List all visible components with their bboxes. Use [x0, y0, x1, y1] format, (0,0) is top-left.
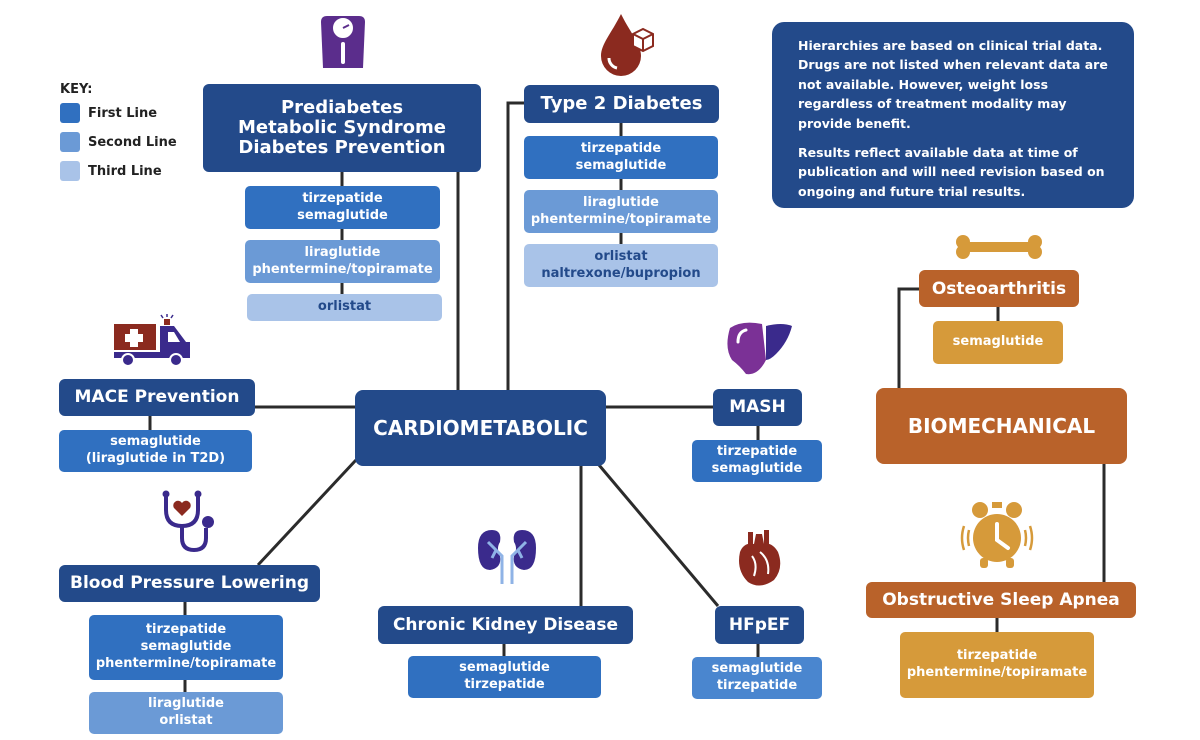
prediabetes-header: Prediabetes Metabolic Syndrome Diabetes … [203, 84, 481, 172]
mash-header: MASH [713, 389, 802, 426]
osteoarthritis-drugs: semaglutide [933, 321, 1063, 364]
legend-item-second-line: Second Line [60, 132, 177, 152]
drug-name: semaglutide [575, 157, 667, 173]
note-paragraph: Hierarchies are based on clinical trial … [798, 38, 1108, 131]
osteoarthritis-header: Osteoarthritis [919, 270, 1079, 307]
drug-name: semaglutide [110, 434, 201, 450]
t2d-third-line: orlistat naltrexone/bupropion [524, 244, 718, 287]
drug-name: phentermine/topiramate [252, 261, 433, 277]
mace-first-line: semaglutide (liraglutide in T2D) [59, 430, 252, 472]
note-paragraph: Results reflect available data at time o… [798, 144, 1105, 199]
mash-first-line: tirzepatide semaglutide [692, 440, 822, 482]
legend-item-third-line: Third Line [60, 161, 177, 181]
drug-name: tirzepatide [716, 444, 798, 460]
hfpef-second-line: semaglutide tirzepatide [692, 657, 822, 699]
drug-name: tirzepatide [956, 648, 1038, 664]
connector [597, 464, 720, 607]
ambulance-icon [114, 314, 190, 367]
drug-name: phentermine/topiramate [906, 665, 1088, 680]
hfpef-header: HFpEF [715, 606, 804, 644]
drug-name: tirzepatide [580, 140, 662, 156]
kidneys-icon [478, 530, 536, 584]
liver-icon [727, 322, 792, 375]
drug-name: liraglutide [583, 194, 659, 210]
legend-label: Second Line [88, 134, 177, 150]
drug-name: semaglutide [140, 639, 232, 655]
connector [897, 287, 920, 388]
blood-pressure-second-line: liraglutide orlistat [89, 692, 283, 734]
t2d-header: Type 2 Diabetes [524, 85, 719, 123]
bone-icon [956, 235, 1042, 259]
prediabetes-second-line: liraglutide phentermine/topiramate [245, 240, 440, 283]
mace-header: MACE Prevention [59, 379, 255, 416]
ckd-header: Chronic Kidney Disease [378, 606, 633, 644]
heart-organ-icon [739, 530, 781, 586]
drug-name: (liraglutide in T2D) [85, 451, 226, 466]
header-line: Diabetes Prevention [238, 136, 446, 158]
drug-name: tirzepatide [145, 622, 227, 638]
blood-pressure-header: Blood Pressure Lowering [59, 565, 320, 602]
drug-name: orlistat [159, 713, 213, 728]
ckd-first-line: semaglutide tirzepatide [408, 656, 601, 698]
legend-title: KEY: [60, 82, 93, 97]
alarm-clock-icon [960, 502, 1034, 568]
connector [256, 458, 358, 567]
drug-name: phentermine/topiramate [530, 211, 712, 227]
drug-name: tirzepatide [464, 677, 545, 692]
prediabetes-third-line: orlistat [247, 294, 442, 321]
blood-pressure-first-line: tirzepatide semaglutide phentermine/topi… [89, 615, 283, 680]
drug-name: naltrexone/bupropion [541, 265, 701, 281]
drug-name: tirzepatide [716, 678, 798, 693]
legend-swatch-third [60, 161, 80, 181]
legend-swatch-first [60, 103, 80, 123]
drug-name: semaglutide [711, 661, 803, 677]
blood-drop-sugar-icon [601, 14, 654, 76]
legend-swatch-second [60, 132, 80, 152]
biomechanical-hub: BIOMECHANICAL [876, 388, 1127, 464]
t2d-first-line: tirzepatide semaglutide [524, 136, 718, 179]
drug-name: semaglutide [952, 334, 1044, 350]
drug-name: semaglutide [711, 461, 803, 476]
t2d-second-line: liraglutide phentermine/topiramate [524, 190, 718, 233]
sleep-apnea-header: Obstructive Sleep Apnea [866, 582, 1136, 618]
drug-name: orlistat [317, 299, 372, 315]
legend: KEY: First Line Second Line Third Line [60, 82, 177, 190]
drug-name: phentermine/topiramate [95, 655, 277, 671]
stethoscope-heart-icon [162, 490, 214, 553]
header-line: Metabolic Syndrome [237, 117, 446, 139]
drug-name: liraglutide [304, 244, 381, 260]
drug-name: tirzepatide [302, 190, 383, 206]
prediabetes-first-line: tirzepatide semaglutide [245, 186, 440, 229]
disclaimer-note: Hierarchies are based on clinical trial … [772, 22, 1134, 208]
weight-scale-icon [321, 16, 365, 68]
drug-name: orlistat [594, 248, 648, 264]
drug-name: liraglutide [148, 696, 224, 712]
cardiometabolic-hub: CARDIOMETABOLIC [355, 390, 606, 466]
drug-name: semaglutide [459, 660, 550, 676]
legend-label: First Line [88, 105, 158, 121]
legend-label: Third Line [88, 163, 162, 179]
connector [506, 101, 525, 390]
sleep-apnea-drugs: tirzepatide phentermine/topiramate [900, 632, 1094, 698]
legend-item-first-line: First Line [60, 103, 177, 123]
header-line: Prediabetes [280, 97, 404, 119]
drug-name: semaglutide [297, 207, 388, 223]
